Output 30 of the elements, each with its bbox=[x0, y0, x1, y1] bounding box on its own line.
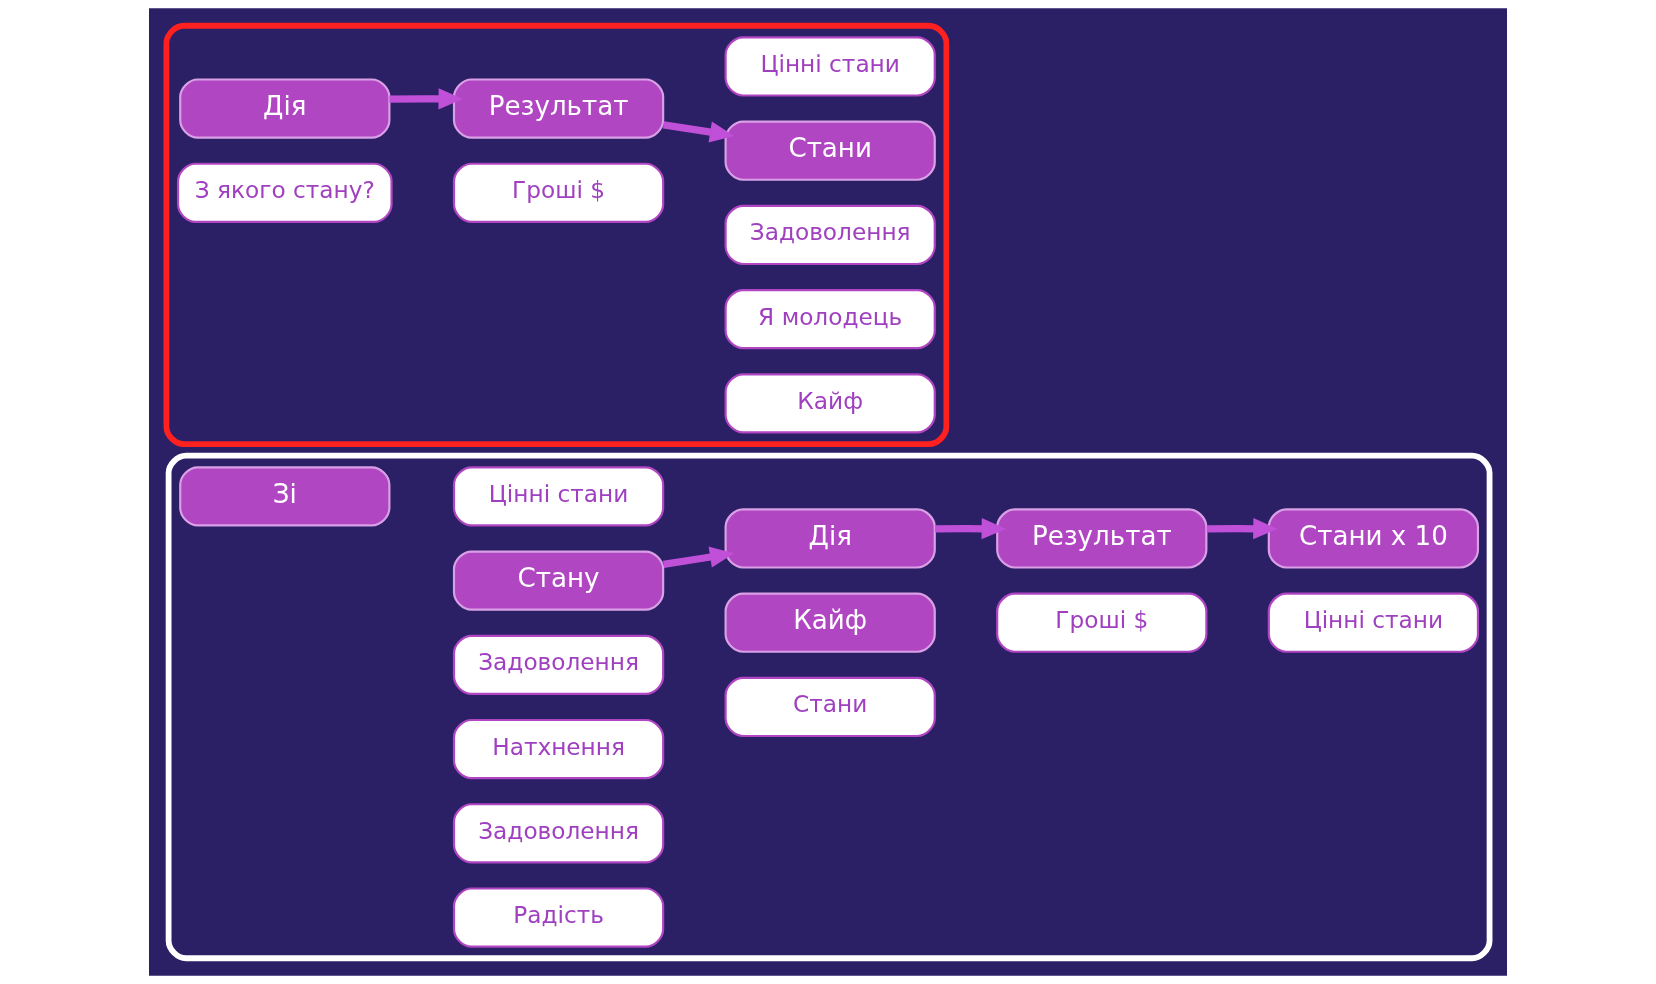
node-box: Результат bbox=[996, 508, 1208, 569]
cluster bbox=[165, 452, 1493, 962]
node-box: Цінні стани bbox=[724, 36, 936, 97]
node-box: Дія bbox=[724, 508, 936, 569]
node-box: Кайф bbox=[724, 373, 936, 434]
node-box: Я молодець bbox=[724, 289, 936, 350]
arrow bbox=[662, 546, 735, 568]
arrow bbox=[389, 88, 463, 110]
node-box: Стани bbox=[724, 676, 936, 738]
node-box: Зі bbox=[179, 466, 391, 527]
node-box: Цінні стани bbox=[1267, 592, 1480, 653]
arrow bbox=[935, 518, 1006, 540]
node-box: Кайф bbox=[724, 592, 936, 653]
node-box: Натхнення bbox=[452, 718, 665, 780]
node-box: Стану bbox=[452, 550, 665, 611]
node-box: Задоволення bbox=[452, 634, 665, 695]
node-box: Радість bbox=[452, 887, 665, 948]
node-box: Задоволення bbox=[452, 803, 665, 864]
node-box: Гроші $ bbox=[996, 592, 1208, 653]
node-box: Стани bbox=[724, 120, 936, 181]
node-box: Задоволення bbox=[724, 204, 936, 266]
node-box: Дія bbox=[179, 78, 391, 139]
node-box: Результат bbox=[452, 78, 665, 139]
node-box: Цінні стани bbox=[452, 466, 665, 527]
arrow bbox=[1206, 518, 1278, 540]
node-box: Гроші $ bbox=[452, 162, 665, 223]
arrow bbox=[662, 121, 735, 143]
node-box: Стани x 10 bbox=[1267, 508, 1480, 569]
cluster bbox=[163, 22, 950, 447]
node-box: З якого стану? bbox=[176, 162, 393, 223]
